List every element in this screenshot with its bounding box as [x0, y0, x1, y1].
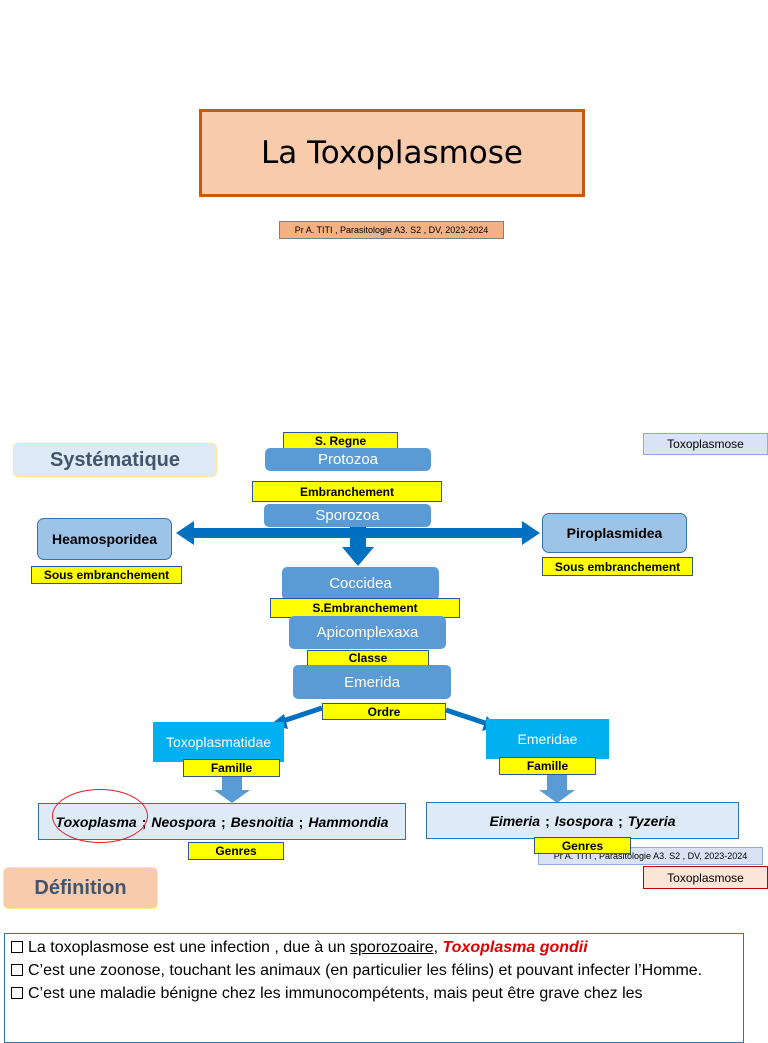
genre-tyzeria: Tyzeria	[627, 812, 676, 829]
definition-item: C’est une zoonose, touchant les animaux …	[11, 959, 737, 982]
genre-eimeria: Eimeria	[489, 812, 541, 829]
citation-top: Pr A. TITI , Parasitologie A3. S2 , DV, …	[279, 221, 504, 239]
section-definition: Définition	[3, 867, 158, 909]
checkbox-bullet-icon	[11, 987, 23, 999]
node-emerida: Emerida	[293, 665, 451, 699]
label-sous-embranchement-right: Sous embranchement	[542, 557, 693, 576]
slide-title: La Toxoplasmose	[199, 109, 585, 197]
node-emeridae: Emeridae	[486, 719, 609, 759]
label-ordre: Ordre	[322, 703, 446, 720]
diag-line-left	[279, 705, 323, 725]
genres-right-box: Eimeria; Isospora; Tyzeria	[426, 802, 739, 839]
node-sporozoa: Sporozoa	[264, 504, 431, 527]
label-famille-left: Famille	[183, 759, 280, 777]
genre-isospora: Isospora	[554, 812, 614, 829]
down-arrow-right-genres	[539, 775, 575, 803]
label-sous-regne: S. Regne	[283, 432, 398, 449]
label-famille-right: Famille	[499, 757, 596, 775]
definition-item: La toxoplasmose est une infection , due …	[11, 936, 737, 959]
label-s-embranchement: S.Embranchement	[270, 598, 460, 618]
tag-toxoplasmose-bottom: Toxoplasmose	[643, 866, 768, 889]
tag-toxoplasmose-top: Toxoplasmose	[643, 433, 768, 455]
diag-line-right	[445, 707, 489, 727]
node-piroplasmidea: Piroplasmidea	[542, 513, 687, 553]
checkbox-bullet-icon	[11, 941, 23, 953]
definition-item: C’est une maladie bénigne chez les immun…	[11, 982, 737, 1005]
node-toxoplasmatidae: Toxoplasmatidae	[153, 722, 284, 762]
section-systematique: Systématique	[13, 443, 217, 477]
label-embranchement: Embranchement	[252, 481, 442, 502]
checkbox-bullet-icon	[11, 964, 23, 976]
down-arrow-left-genres	[214, 777, 250, 803]
node-protozoa: Protozoa	[265, 448, 431, 471]
label-genres-left: Genres	[188, 842, 284, 860]
genre-hammondia: Hammondia	[308, 813, 389, 830]
node-heamosporidea: Heamosporidea	[37, 518, 172, 560]
label-genres-right: Genres	[534, 837, 631, 854]
label-sous-embranchement-left: Sous embranchement	[31, 566, 182, 584]
node-coccidea: Coccidea	[282, 567, 439, 600]
node-apicomplexaxa: Apicomplexaxa	[289, 616, 446, 649]
definition-box: La toxoplasmose est une infection , due …	[4, 933, 744, 1043]
genre-neospora: Neospora	[151, 813, 216, 830]
label-classe: Classe	[307, 650, 429, 666]
highlight-circle	[52, 789, 148, 843]
genre-besnoitia: Besnoitia	[230, 813, 294, 830]
down-arrow-sporozoa	[342, 527, 374, 566]
